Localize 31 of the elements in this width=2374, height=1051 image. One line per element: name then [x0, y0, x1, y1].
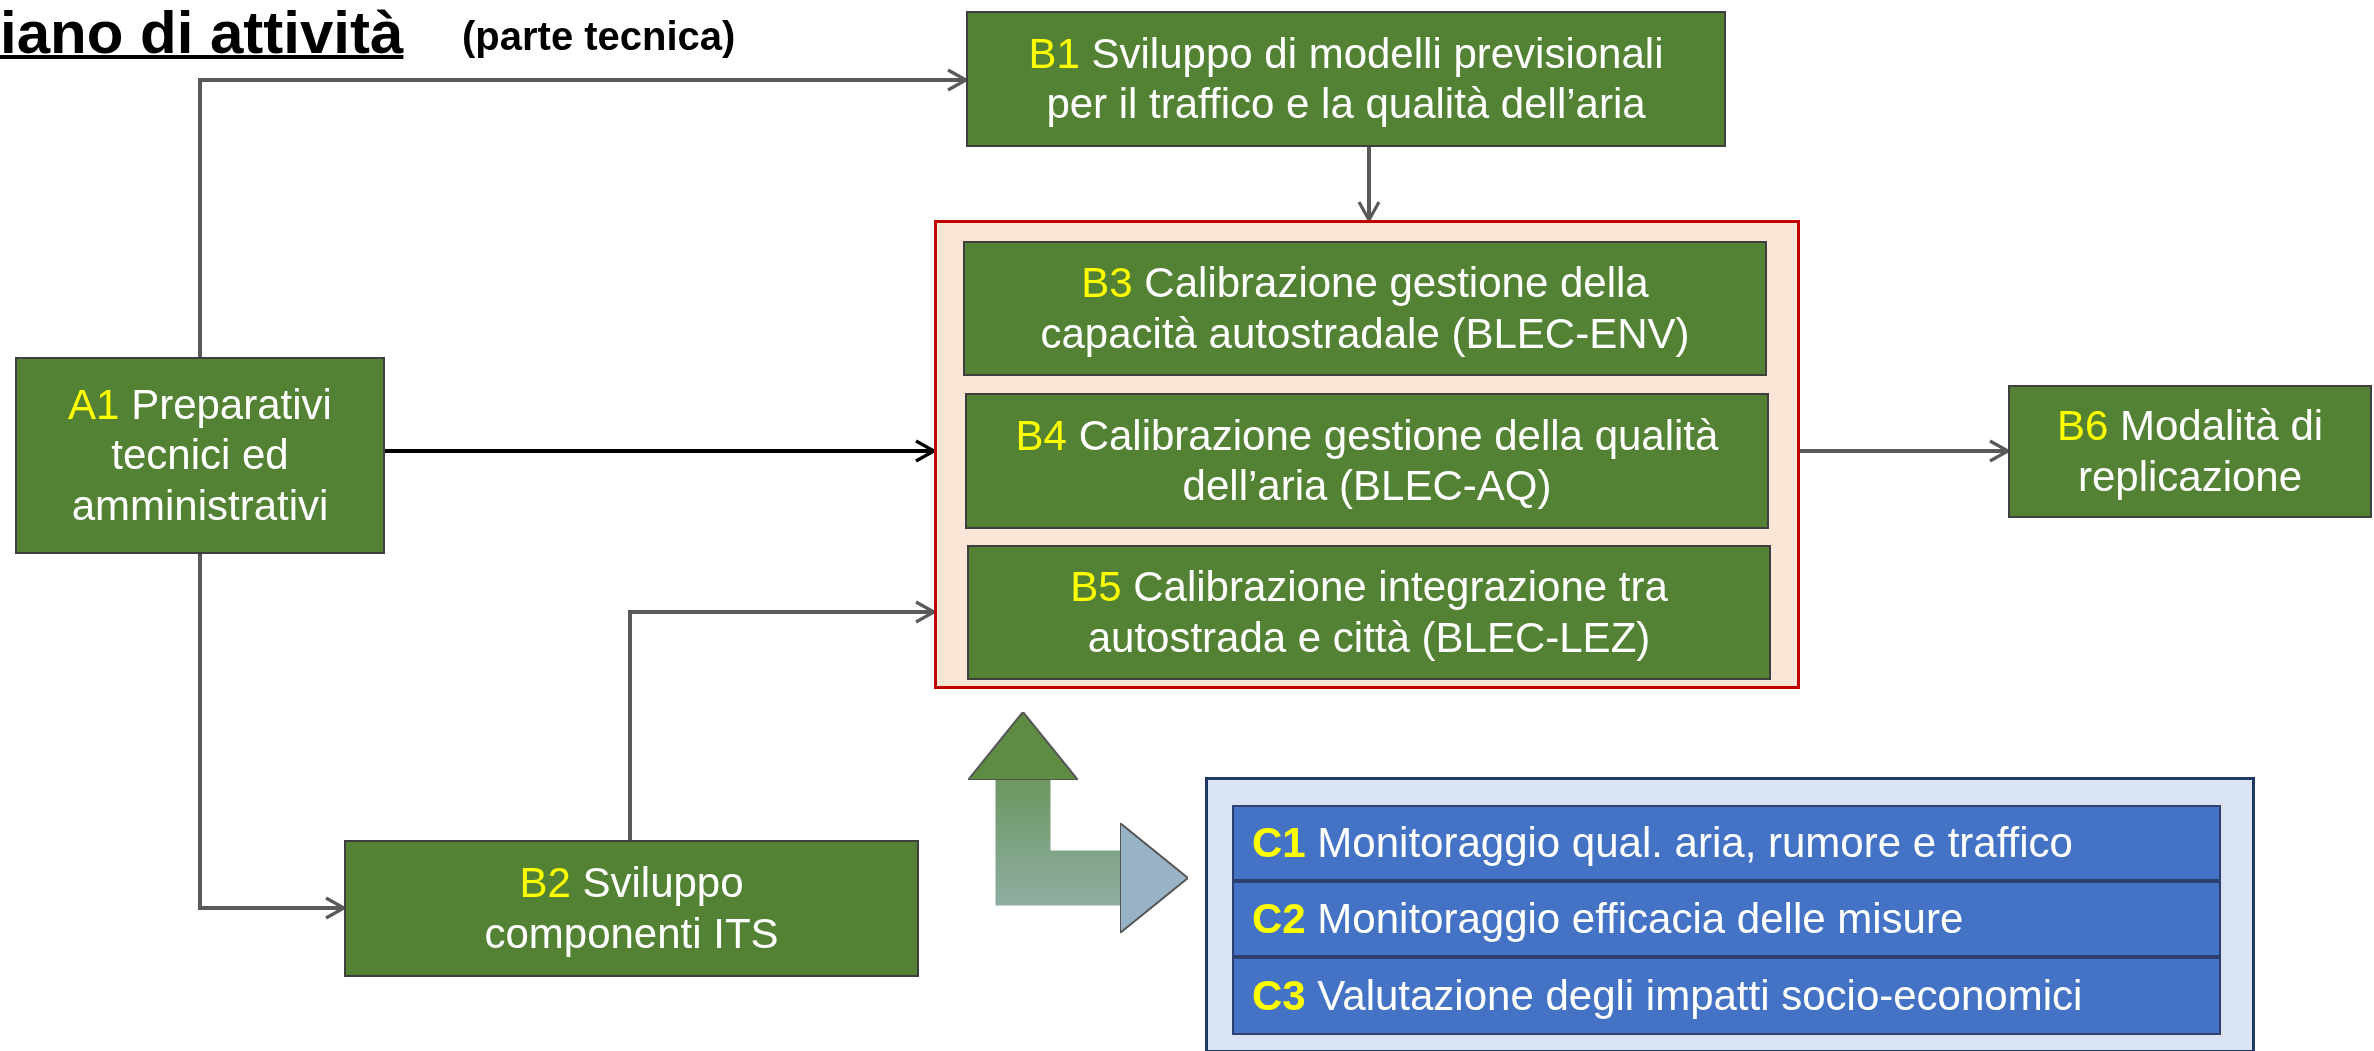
task-box	[15, 357, 385, 554]
task-label: B6 Modalità di replicazione	[2055, 401, 2325, 502]
task-label: C3 Valutazione degli impatti socio-economici	[1252, 972, 2083, 1020]
subtitle-note: (parte tecnica)	[462, 14, 736, 58]
task-label: B4 Calibrazione gestione della qualità dell’aria (BLEC-AQ)	[1014, 410, 1720, 511]
task-box	[965, 393, 1769, 529]
task-bar	[1232, 957, 2221, 1035]
task-box	[2008, 385, 2372, 518]
arrow	[1357, 147, 1381, 222]
arrow	[198, 68, 968, 357]
task-label: B1 Sviluppo di modelli previsionali per il traffico e la qualità dell’aria	[1027, 28, 1665, 129]
arrow	[1800, 439, 2010, 463]
task-bar	[1232, 805, 2221, 881]
arrow	[198, 554, 346, 920]
task-bar	[1232, 881, 2221, 957]
task-label: C2 Monitoraggio efficacia delle misure	[1252, 895, 1964, 943]
task-label: C1 Monitoraggio qual. aria, rumore e traffico	[1252, 819, 2073, 867]
task-label: B5 Calibrazione integrazione tra autostrada e città (BLEC-LEZ)	[1069, 562, 1669, 663]
task-box	[963, 241, 1767, 376]
arrow	[628, 600, 936, 840]
task-label: A1 Preparativi tecnici ed amministrativi	[67, 379, 333, 531]
group-frame	[1205, 777, 2255, 1051]
arrow	[385, 439, 936, 463]
task-box	[966, 11, 1726, 147]
task-box	[344, 840, 919, 977]
task-box	[967, 545, 1771, 680]
task-label: B3 Calibrazione gestione della capacità autostradale (BLEC-ENV)	[1039, 258, 1691, 359]
slide-title: iano di attività	[0, 0, 404, 66]
task-label: B2 Sviluppo componenti ITS	[483, 858, 780, 959]
double-arrow	[967, 711, 1189, 934]
group-frame	[934, 220, 1800, 689]
